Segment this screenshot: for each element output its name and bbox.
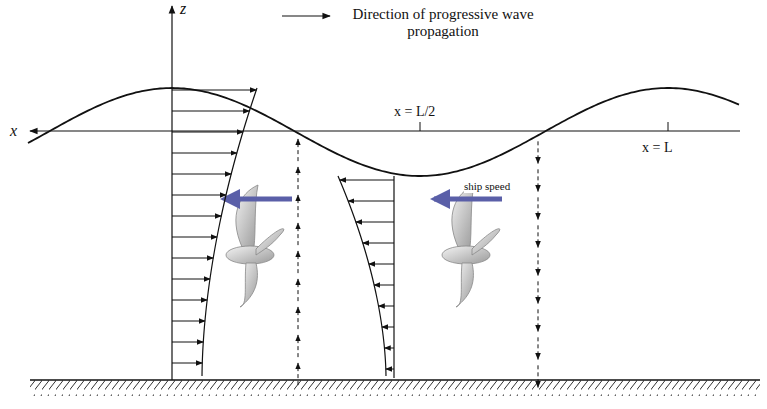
vertical-velocity-arrow (298, 307, 299, 329)
vertical-velocity-arrow (298, 335, 299, 357)
velocity-envelope (202, 88, 257, 376)
axis-label: x (10, 122, 17, 140)
vertical-velocity-arrow (298, 251, 299, 273)
propeller (442, 185, 500, 307)
velocity-arrow (172, 153, 237, 154)
velocity-arrow (379, 306, 394, 307)
vertical-velocity-arrow (538, 141, 539, 163)
vertical-velocity-arrow (538, 309, 539, 331)
velocity-arrow (363, 243, 394, 244)
axis-label: x = L/2 (394, 104, 435, 120)
vertical-velocity-arrow (538, 169, 539, 191)
velocity-arrow (374, 285, 394, 286)
ship-speed-arrow (434, 197, 502, 202)
seabed-hatching (30, 380, 760, 396)
velocity-envelope (338, 176, 386, 376)
seabed-line (30, 379, 760, 381)
velocity-arrow (172, 363, 202, 364)
ship-speed-arrow (224, 197, 292, 202)
tick (668, 122, 669, 131)
wave-profile (28, 88, 739, 176)
axis-label: x = L (642, 140, 672, 156)
velocity-arrow (348, 201, 394, 202)
velocity-arrow (172, 279, 210, 280)
propeller (226, 185, 284, 307)
direction-arrow (282, 15, 330, 16)
velocity-arrow (384, 348, 394, 349)
vertical-velocity-arrow (298, 139, 299, 161)
vertical-velocity-arrow (298, 279, 299, 301)
velocity-arrow (172, 342, 203, 343)
vertical-velocity-arrow (538, 225, 539, 247)
vertical-velocity-arrow (298, 223, 299, 245)
vertical-velocity-arrow (298, 195, 299, 217)
velocity-arrow (172, 111, 249, 112)
vertical-velocity-arrow (538, 281, 539, 303)
velocity-arrow (172, 300, 207, 301)
velocity-arrow (172, 132, 243, 133)
velocity-arrow (172, 258, 213, 259)
velocity-arrow (356, 222, 394, 223)
velocity-arrow (369, 264, 394, 265)
velocity-arrow (172, 216, 221, 217)
velocity-arrow (386, 369, 394, 370)
vertical-velocity-arrow (538, 337, 539, 359)
axis-label: z (180, 0, 186, 18)
velocity-arrow (172, 174, 231, 175)
velocity-arrow (172, 321, 205, 322)
velocity-arrow (172, 90, 256, 91)
vertical-velocity-arrow (538, 365, 539, 387)
vertical-velocity-arrow (538, 253, 539, 275)
velocity-arrow (172, 237, 217, 238)
vertical-velocity-arrow (298, 363, 299, 385)
velocity-arrow (382, 327, 394, 328)
direction-note: Direction of progressive wave propagatio… (348, 6, 538, 41)
vertical-velocity-arrow (298, 167, 299, 189)
ship-speed-label: ship speed (464, 180, 510, 193)
z-axis (171, 6, 172, 380)
velocity-arrow (172, 195, 226, 196)
vertical-velocity-arrow (538, 197, 539, 219)
x-axis (30, 130, 740, 131)
velocity-arrow (340, 180, 394, 181)
tick (420, 122, 421, 131)
